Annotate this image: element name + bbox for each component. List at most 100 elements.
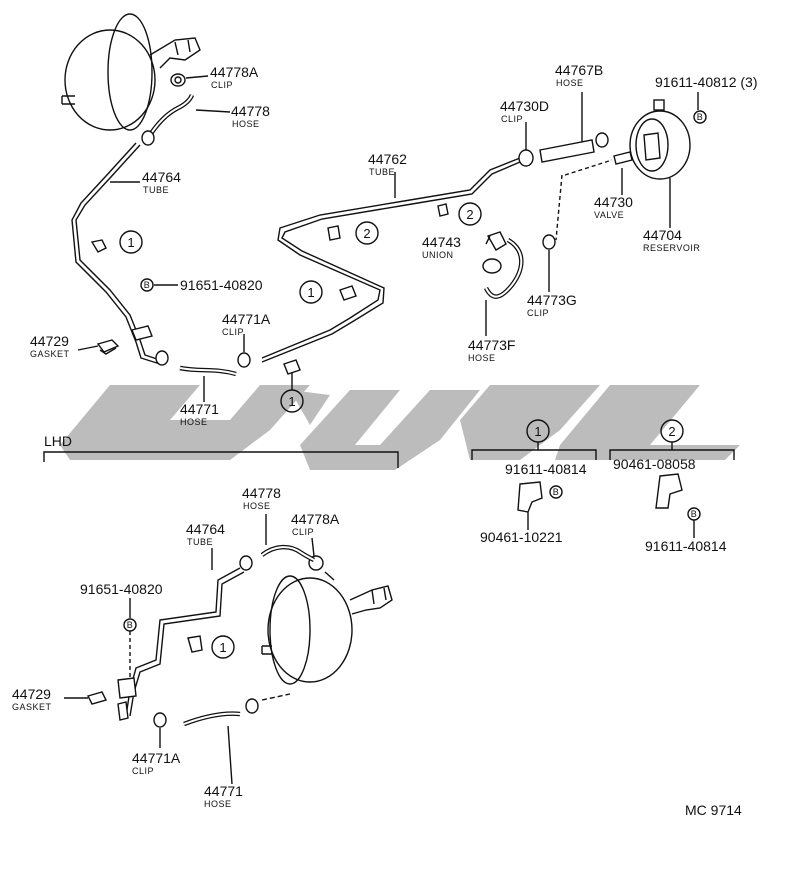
svg-text:2: 2 [466, 207, 473, 222]
svg-text:B: B [697, 112, 704, 122]
label-44771-top: 44771 [180, 401, 219, 417]
bracket-1-b [283, 285, 357, 375]
name-hose-44773f: HOSE [468, 353, 496, 363]
callout-1-c: 1 [280, 372, 304, 413]
name-clip-44773g: CLIP [527, 308, 549, 318]
watermark-logo [60, 385, 740, 470]
name-hose-44771-lhd: HOSE [204, 799, 232, 809]
name-clip-44778a: CLIP [211, 80, 233, 90]
name-hose-44778: HOSE [232, 119, 260, 129]
union-44743 [482, 231, 507, 274]
hose-44773f [483, 238, 524, 299]
bolt-b-top: B [140, 278, 154, 292]
svg-text:2: 2 [668, 424, 675, 439]
clip-44771a-top [155, 350, 251, 368]
name-tube-44764-lhd: TUBE [187, 537, 213, 547]
bracket-1-top [90, 239, 107, 253]
name-gasket-top: GASKET [30, 349, 70, 359]
name-clip-44730d: CLIP [501, 114, 523, 124]
callout-2-b: 2 [458, 202, 482, 226]
name-reservoir-44704: RESERVOIR [643, 243, 700, 253]
bracket-2-a [327, 203, 449, 241]
callout-1-b: 1 [299, 280, 323, 304]
label-44743: 44743 [422, 234, 461, 250]
gasket-44729-lhd [86, 691, 108, 705]
bracket-top [131, 325, 153, 341]
leader-lines-lhd [64, 514, 315, 785]
label-44773g: 44773G [527, 292, 577, 308]
clip-44771a-lhd [153, 693, 291, 728]
clip-44778a-top [170, 73, 186, 87]
label-44704: 44704 [643, 227, 682, 243]
leader-lines-top [77, 75, 699, 402]
bracket-90461-08058: B [655, 473, 701, 538]
label-90461-08058: 90461-08058 [613, 456, 696, 472]
svg-text:B: B [127, 620, 134, 630]
brake-booster-top [61, 13, 201, 131]
gasket-44729-top [96, 339, 120, 355]
detail-2-box: 2 [609, 419, 735, 460]
diagram-code: MC 9714 [685, 802, 742, 818]
valve-44730 [555, 151, 633, 241]
hose-44767b [539, 139, 595, 163]
name-clip-44771a-lhd: CLIP [132, 766, 154, 776]
reservoir-44704 [629, 99, 691, 180]
hose-44771-top [179, 365, 237, 377]
bracket-1-lhd [187, 635, 203, 653]
lhd-bracket [43, 451, 399, 468]
svg-text:B: B [691, 509, 698, 519]
label-44729-lhd: 44729 [12, 686, 51, 702]
name-clip-44771a-top: CLIP [222, 327, 244, 337]
label-44767b: 44767B [555, 62, 603, 78]
label-44778: 44778 [231, 103, 270, 119]
union-lhd [117, 677, 137, 721]
name-union-44743: UNION [422, 250, 454, 260]
tube-44762 [261, 157, 521, 363]
callout-2-a: 2 [355, 221, 379, 245]
name-gasket-lhd: GASKET [12, 702, 52, 712]
name-tube-44762: TUBE [369, 167, 395, 177]
label-91611-40814-a: 91611-40814 [505, 461, 587, 477]
label-91611-40812: 91611-40812 (3) [655, 74, 757, 90]
label-44729-top: 44729 [30, 333, 69, 349]
hose-44778-lhd [260, 544, 316, 563]
label-44730: 44730 [594, 194, 633, 210]
svg-text:1: 1 [219, 640, 226, 655]
label-44773f: 44773F [468, 337, 515, 353]
bracket-90461-10221: B [517, 481, 563, 530]
label-44778-lhd: 44778 [242, 485, 281, 501]
label-44771-lhd: 44771 [204, 783, 243, 799]
label-44764-lhd: 44764 [186, 521, 225, 537]
tube-44764-top [71, 142, 161, 365]
name-tube-44764: TUBE [143, 185, 169, 195]
label-91651-top: 91651-40820 [180, 277, 263, 293]
svg-text:1: 1 [307, 285, 314, 300]
svg-text:1: 1 [288, 394, 295, 409]
callout-1-lhd: 1 [211, 635, 235, 659]
clip-44730d [518, 149, 534, 167]
svg-text:B: B [553, 487, 560, 497]
lhd-label: LHD [44, 433, 72, 449]
label-91611-40814-b: 91611-40814 [645, 538, 727, 554]
hose-44778-top [148, 94, 195, 137]
label-44771a-lhd: 44771A [132, 750, 181, 766]
label-44730d: 44730D [500, 98, 549, 114]
svg-text:1: 1 [127, 235, 134, 250]
svg-text:B: B [144, 280, 151, 290]
callout-1-a: 1 [119, 230, 143, 254]
label-90461-10221: 90461-10221 [480, 529, 563, 545]
label-44778a-lhd: 44778A [291, 511, 340, 527]
label-44778a: 44778A [210, 64, 259, 80]
bolt-b-reservoir: B [693, 110, 707, 124]
clip-lhd-2 [239, 555, 253, 571]
label-44771a-top: 44771A [222, 311, 271, 327]
name-hose-44778-lhd: HOSE [243, 501, 271, 511]
clip-top-2 [141, 130, 155, 146]
brake-booster-lhd [261, 575, 393, 685]
name-valve-44730: VALVE [594, 210, 624, 220]
label-91651-lhd: 91651-40820 [80, 581, 163, 597]
svg-text:2: 2 [363, 226, 370, 241]
label-44762: 44762 [368, 151, 407, 167]
clip-hose-right [595, 132, 609, 148]
